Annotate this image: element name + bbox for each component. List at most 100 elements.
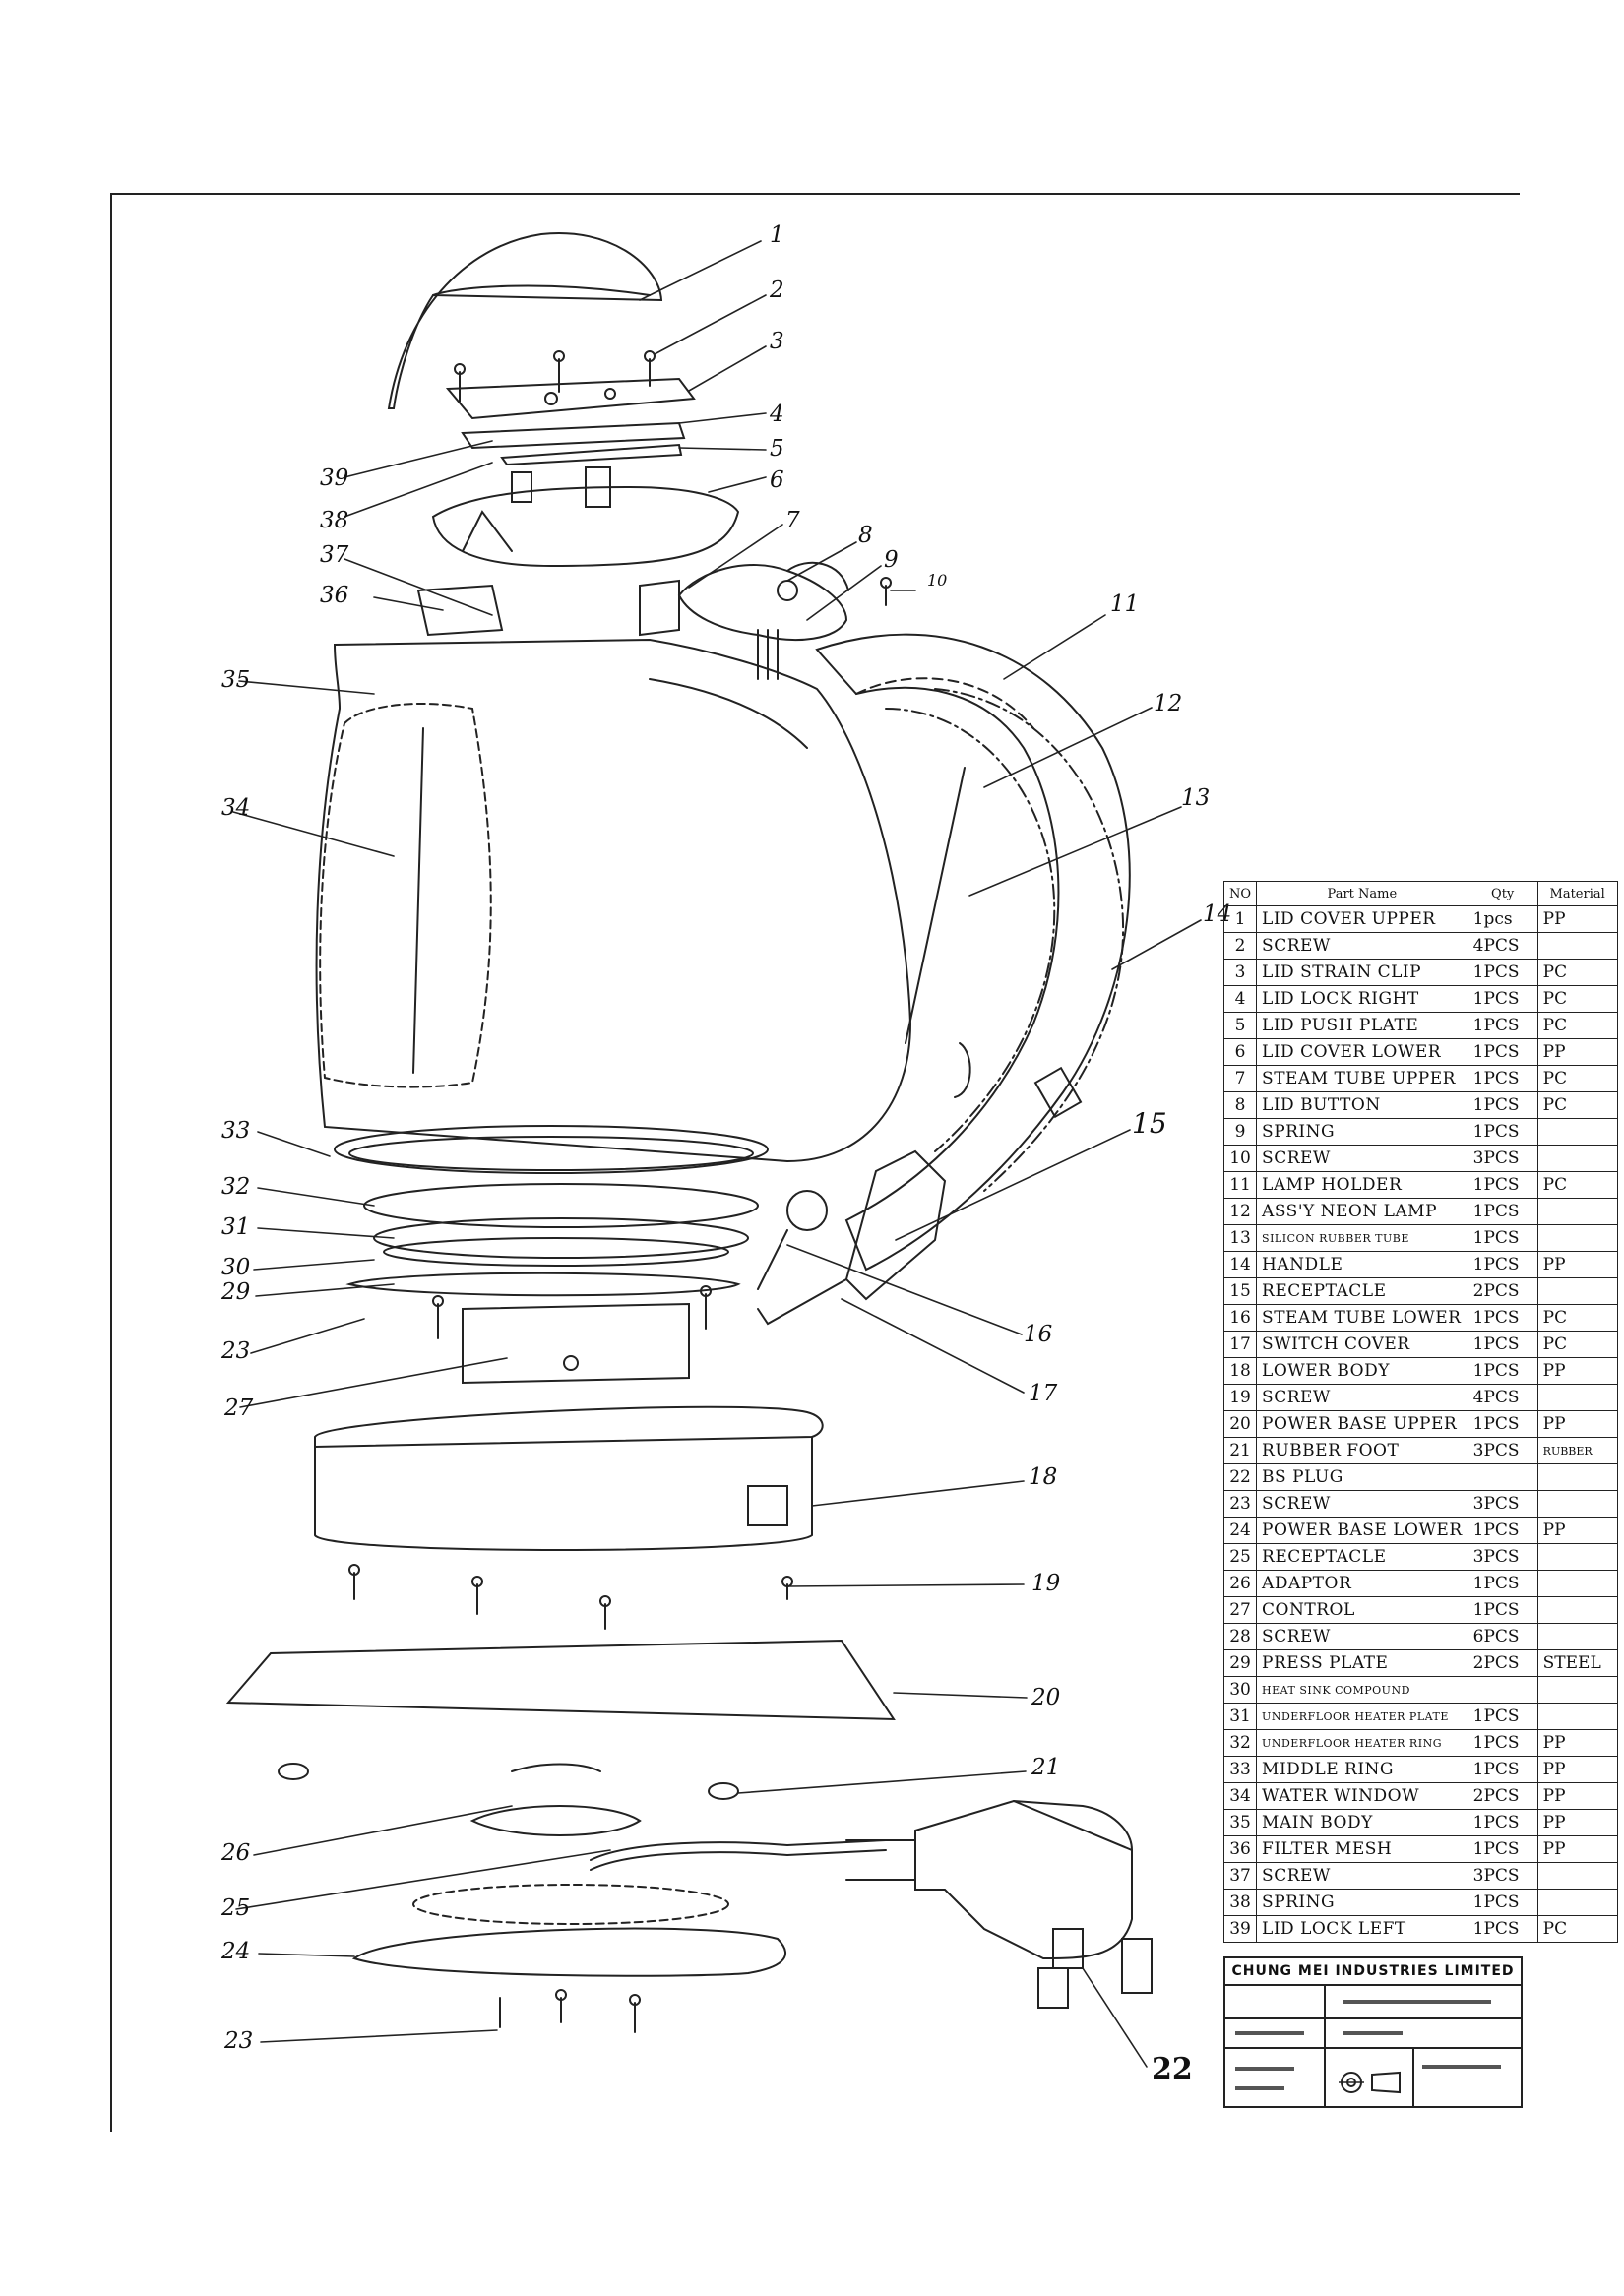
row-part-name: WATER WINDOW: [1256, 1782, 1468, 1810]
bs-plug-part: [845, 1799, 1153, 2009]
callout-9: 9: [884, 547, 899, 573]
handle-part: [815, 633, 1131, 1272]
row-qty: 1PCS: [1467, 1596, 1538, 1624]
row-no: 18: [1222, 1357, 1258, 1385]
callout-29: 29: [221, 1279, 251, 1305]
row-part-name: SCREW: [1256, 1145, 1468, 1172]
row-no: 22: [1222, 1463, 1258, 1491]
callout-21: 21: [1031, 1755, 1061, 1780]
row-material: PC: [1536, 1171, 1618, 1199]
projection-symbol-icon: [1339, 2071, 1401, 2094]
row-qty: 4PCS: [1467, 932, 1538, 960]
row-no: 11: [1222, 1171, 1258, 1199]
row-qty: 1PCS: [1467, 1570, 1538, 1597]
callout-11: 11: [1110, 591, 1140, 617]
row-no: 23: [1222, 1490, 1258, 1518]
row-material: [1536, 1676, 1618, 1704]
power-base-lower-part: [351, 1884, 787, 1977]
row-part-name: RECEPTACLE: [1256, 1543, 1468, 1571]
callout-25: 25: [221, 1895, 251, 1921]
row-qty: 3PCS: [1467, 1490, 1538, 1518]
row-part-name: SWITCH COVER: [1256, 1331, 1468, 1358]
row-part-name: MAIN BODY: [1256, 1809, 1468, 1836]
row-qty: 1PCS: [1467, 985, 1538, 1013]
row-qty: [1467, 1463, 1538, 1491]
row-qty: 1PCS: [1467, 1357, 1538, 1385]
row-material: [1536, 1889, 1618, 1916]
title-block-illegible-text: [1422, 2065, 1501, 2069]
row-part-name: SCREW: [1256, 1384, 1468, 1411]
row-no: 14: [1222, 1251, 1258, 1278]
row-part-name: HANDLE: [1256, 1251, 1468, 1278]
header-no: NO: [1222, 881, 1258, 906]
company-name: CHUNG MEI INDUSTRIES LIMITED: [1225, 1958, 1521, 1986]
row-material: PP: [1536, 1517, 1618, 1544]
lid-cover-lower-part: [431, 466, 740, 568]
row-qty: 1PCS: [1467, 1756, 1538, 1783]
row-material: [1536, 1623, 1618, 1650]
row-part-name: STEAM TUBE UPPER: [1256, 1065, 1468, 1092]
row-material: PC: [1536, 1065, 1618, 1092]
row-qty: 1PCS: [1467, 1889, 1538, 1916]
row-material: PC: [1536, 1304, 1618, 1332]
callout-23-top: 23: [221, 1338, 251, 1364]
row-qty: 1PCS: [1467, 1304, 1538, 1332]
callout-10: 10: [927, 571, 948, 590]
row-no: 35: [1222, 1809, 1258, 1836]
filter-mesh-part: [416, 584, 504, 637]
title-block-illegible-text: [1235, 2067, 1294, 2071]
row-part-name: PRESS PLATE: [1256, 1649, 1468, 1677]
callout-3: 3: [770, 329, 784, 354]
row-no: 30: [1222, 1676, 1258, 1704]
row-qty: 1PCS: [1467, 1809, 1538, 1836]
lid-lock-and-push-plate-part: [461, 421, 686, 466]
row-no: 17: [1222, 1331, 1258, 1358]
row-no: 3: [1222, 959, 1258, 986]
parts-table-header-row: NO Part Name Qty Material: [1222, 881, 1618, 906]
row-no: 2: [1222, 932, 1258, 960]
row-material: [1536, 1596, 1618, 1624]
water-window-part: [319, 703, 492, 1088]
title-block-divider: [1412, 2047, 1414, 2106]
row-qty: 1PCS: [1467, 1065, 1538, 1092]
row-no: 38: [1222, 1889, 1258, 1916]
row-material: [1536, 1277, 1618, 1305]
row-qty: 1PCS: [1467, 1224, 1538, 1252]
row-part-name: FILTER MESH: [1256, 1835, 1468, 1863]
row-part-name: POWER BASE LOWER: [1256, 1517, 1468, 1544]
row-part-name: HEAT SINK COMPOUND: [1256, 1676, 1468, 1704]
callout-15: 15: [1132, 1107, 1167, 1140]
callout-38: 38: [320, 508, 349, 533]
callout-26: 26: [221, 1840, 251, 1866]
callout-22: 22: [1152, 2052, 1193, 2086]
row-material: PP: [1536, 1729, 1618, 1757]
row-no: 12: [1222, 1198, 1258, 1225]
callout-31: 31: [221, 1214, 251, 1240]
callout-16: 16: [1024, 1322, 1053, 1347]
row-material: RUBBER: [1536, 1437, 1618, 1464]
heater-rings-part: [334, 1125, 769, 1297]
row-no: 15: [1222, 1277, 1258, 1305]
row-no: 13: [1222, 1224, 1258, 1252]
row-part-name: LID PUSH PLATE: [1256, 1012, 1468, 1039]
row-qty: 1PCS: [1467, 1038, 1538, 1066]
row-no: 10: [1222, 1145, 1258, 1172]
row-qty: 1PCS: [1467, 1835, 1538, 1863]
